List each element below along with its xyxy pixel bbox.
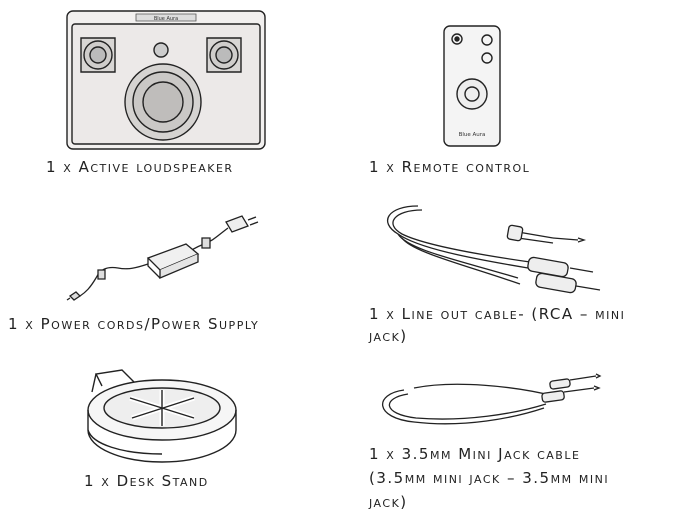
desk-stand-icon <box>82 370 242 470</box>
jack-cable-caption-line-2: (3.5mm mini jack – 3.5mm mini <box>369 469 610 487</box>
power-supply-icon <box>66 212 266 312</box>
rca-cable-caption-line-1: 1 x Line out cable- (RCA – mini <box>369 305 626 323</box>
loudspeaker-caption: 1 x Active loudspeaker <box>46 158 234 176</box>
rca-cable-icon <box>378 198 608 298</box>
remote-control-icon: Blue Aura <box>442 24 502 148</box>
jack-cable-caption-line-3: jack) <box>369 493 408 511</box>
mini-jack-cable-icon <box>374 370 614 440</box>
loudspeaker-icon: Blue Aura <box>66 10 266 150</box>
remote-caption: 1 x Remote control <box>369 158 531 176</box>
remote-brand-text: Blue Aura <box>459 132 486 138</box>
power-caption: 1 x Power cords/Power Supply <box>8 315 260 333</box>
speaker-brand-text: Blue Aura <box>154 16 178 22</box>
stand-caption: 1 x Desk Stand <box>84 472 209 490</box>
rca-cable-caption-line-2: jack) <box>369 327 408 345</box>
jack-cable-caption-line-1: 1 x 3.5mm Mini Jack cable <box>369 445 581 463</box>
